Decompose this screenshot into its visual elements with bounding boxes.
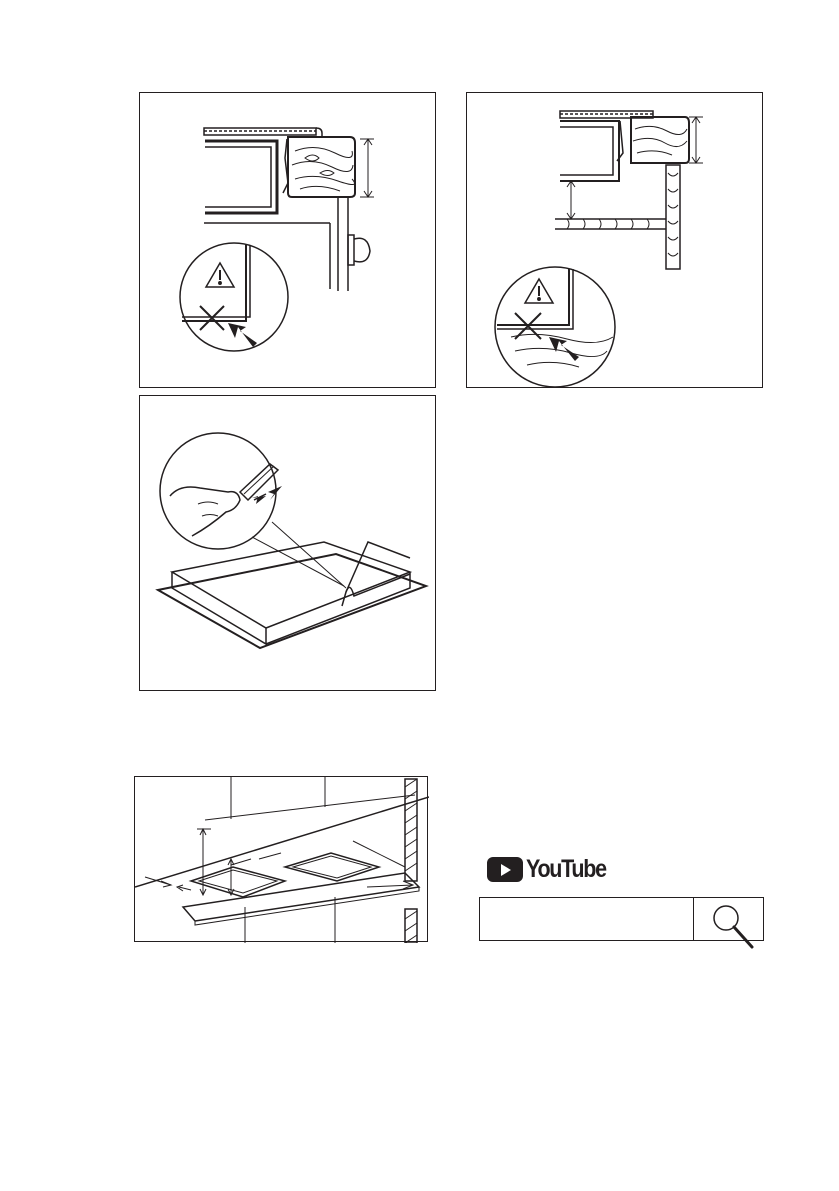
figure-cutout-dimensions <box>134 776 428 942</box>
cutout-dimensions-drawing <box>135 777 429 943</box>
fitting-drawer-drawing <box>140 93 437 389</box>
play-icon <box>487 857 523 882</box>
figure-fitting-drawer <box>139 92 436 388</box>
search-box <box>479 897 764 941</box>
fitting-oven-drawing <box>467 93 764 389</box>
figure-fitting-oven <box>466 92 763 388</box>
youtube-logo-text: YouTube <box>526 854 606 884</box>
magnifier-icon <box>694 898 764 940</box>
figure-sealing-strip <box>139 395 436 691</box>
youtube-logo[interactable]: YouTube <box>487 854 607 884</box>
sealing-strip-drawing <box>140 396 437 692</box>
search-input[interactable] <box>480 898 693 940</box>
search-button[interactable] <box>693 898 763 940</box>
